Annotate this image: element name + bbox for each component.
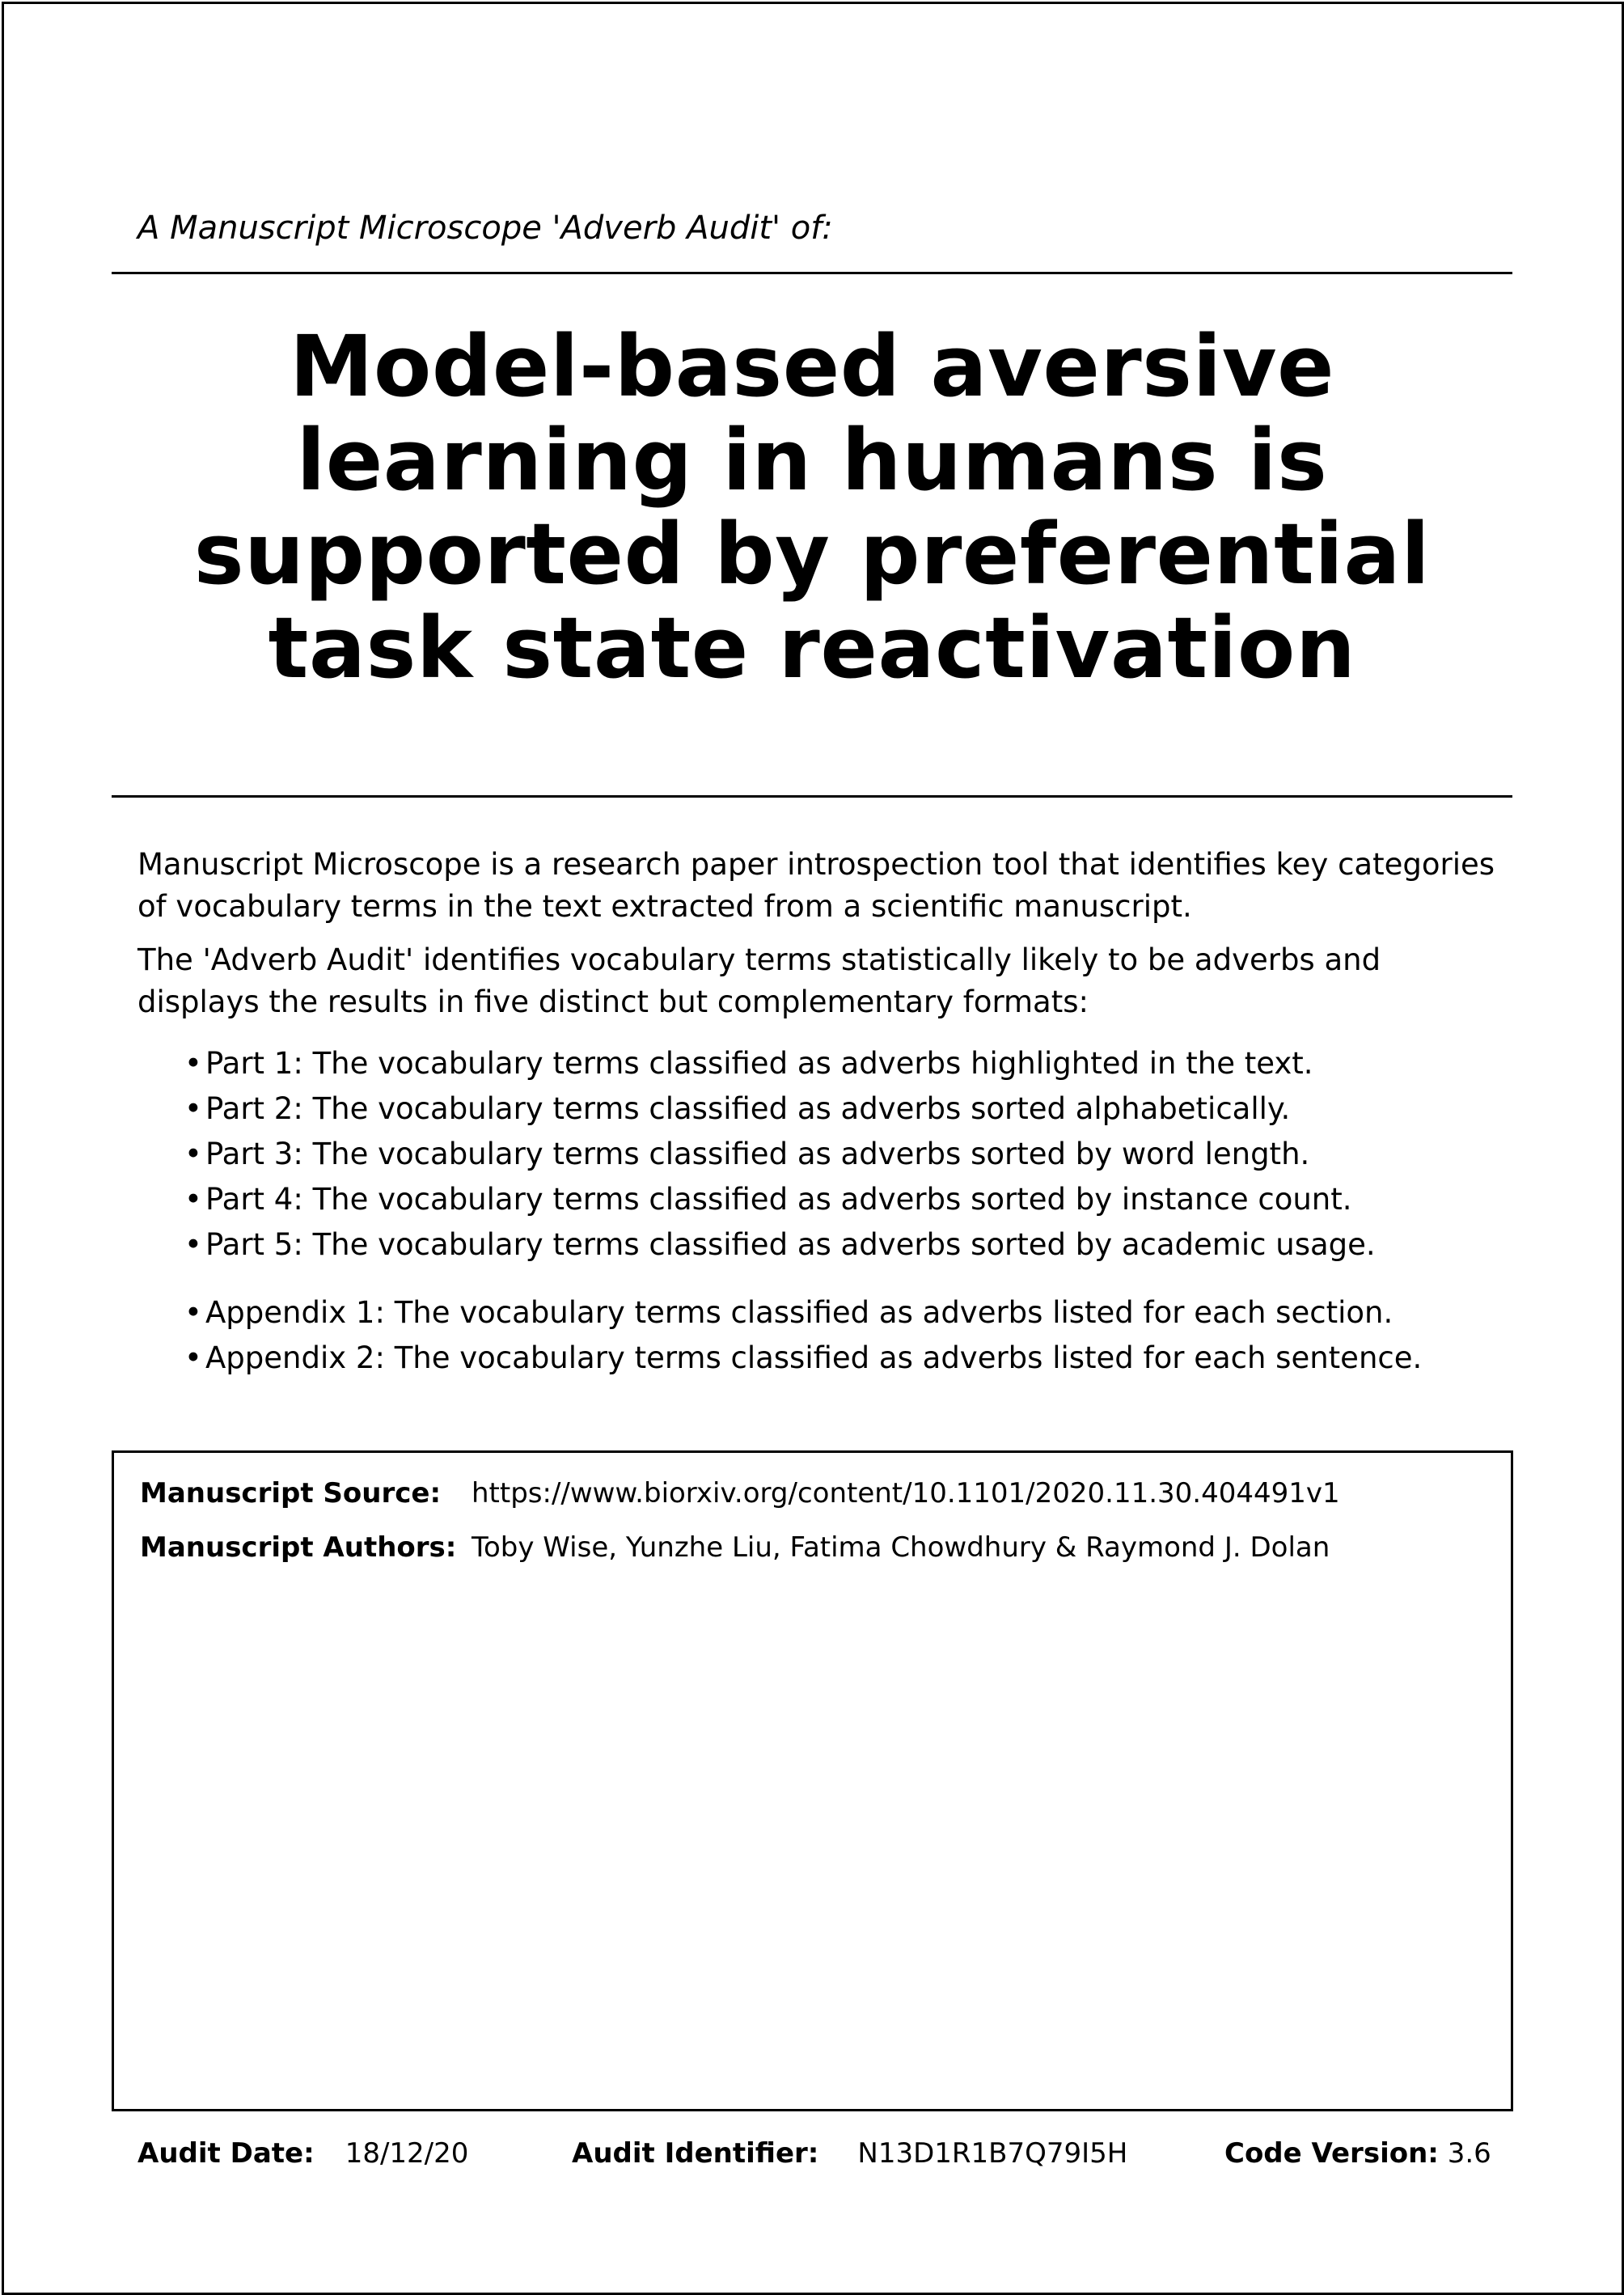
appendix-list: •Appendix 1: The vocabulary terms classi… — [137, 1290, 1496, 1381]
manuscript-title: Model-based aversive learning in humans … — [112, 320, 1512, 695]
title-line: Model-based aversive — [289, 317, 1335, 416]
audit-subtitle: A Manuscript Microscope 'Adverb Audit' o… — [137, 210, 833, 247]
authors-value: Toby Wise, Yunzhe Liu, Fatima Chowdhury … — [472, 1531, 1330, 1564]
title-line: learning in humans is — [296, 411, 1328, 510]
audit-date-label: Audit Date: — [137, 2137, 315, 2170]
source-label: Manuscript Source: — [140, 1477, 442, 1510]
bullet-icon: • — [184, 1137, 202, 1171]
bullet-icon: • — [184, 1182, 202, 1217]
intro-paragraph: The 'Adverb Audit' identifies vocabulary… — [137, 942, 1381, 1019]
audit-identifier-value: N13D1R1B7Q79I5H — [857, 2137, 1128, 2170]
appendix-text: Appendix 2: The vocabulary terms classif… — [205, 1340, 1423, 1375]
manuscript-info-box: Manuscript Source: https://www.biorxiv.or… — [112, 1450, 1513, 2111]
bullet-icon: • — [184, 1091, 202, 1126]
list-item: •Part 1: The vocabulary terms classified… — [184, 1041, 1496, 1086]
bullet-icon: • — [184, 1295, 202, 1330]
list-item: •Appendix 1: The vocabulary terms classi… — [184, 1290, 1496, 1336]
list-item: •Part 3: The vocabulary terms classified… — [184, 1132, 1496, 1177]
top-divider — [112, 272, 1512, 274]
part-text: Part 3: The vocabulary terms classified … — [205, 1137, 1310, 1171]
part-text: Part 1: The vocabulary terms classified … — [205, 1046, 1313, 1081]
intro-section: Manuscript Microscope is a research pape… — [137, 844, 1496, 1381]
part-text: Part 2: The vocabulary terms classified … — [205, 1091, 1291, 1126]
title-line: task state reactivation — [268, 599, 1356, 697]
list-item: •Part 2: The vocabulary terms classified… — [184, 1086, 1496, 1132]
title-line: supported by preferential — [193, 505, 1431, 603]
title-divider — [112, 795, 1512, 798]
authors-label: Manuscript Authors: — [140, 1531, 457, 1564]
part-text: Part 4: The vocabulary terms classified … — [205, 1182, 1352, 1217]
code-version: Code Version: 3.6 — [1224, 2137, 1491, 2170]
list-item: •Part 4: The vocabulary terms classified… — [184, 1177, 1496, 1222]
authors-row: Manuscript Authors: Toby Wise, Yunzhe Liu… — [140, 1531, 1330, 1565]
appendix-text: Appendix 1: The vocabulary terms classif… — [205, 1295, 1394, 1330]
source-row: Manuscript Source: https://www.biorxiv.or… — [140, 1477, 1340, 1510]
audit-identifier-label: Audit Identifier: — [572, 2137, 819, 2170]
list-item: •Appendix 2: The vocabulary terms classi… — [184, 1336, 1496, 1381]
bullet-icon: • — [184, 1340, 202, 1375]
bullet-icon: • — [184, 1227, 202, 1262]
code-version-label: Code Version: — [1224, 2137, 1439, 2170]
part-text: Part 5: The vocabulary terms classified … — [205, 1227, 1376, 1262]
code-version-value: 3.6 — [1447, 2137, 1491, 2170]
audit-identifier: Audit Identifier: N13D1R1B7Q79I5H — [572, 2137, 1127, 2170]
source-link[interactable]: https://www.biorxiv.org/content/10.1101/… — [472, 1477, 1340, 1510]
list-item: •Part 5: The vocabulary terms classified… — [184, 1222, 1496, 1268]
intro-paragraph: Manuscript Microscope is a research pape… — [137, 847, 1495, 924]
audit-date: Audit Date: 18/12/20 — [137, 2137, 468, 2170]
bullet-icon: • — [184, 1046, 202, 1081]
audit-date-value: 18/12/20 — [345, 2137, 469, 2170]
parts-list: •Part 1: The vocabulary terms classified… — [137, 1041, 1496, 1268]
